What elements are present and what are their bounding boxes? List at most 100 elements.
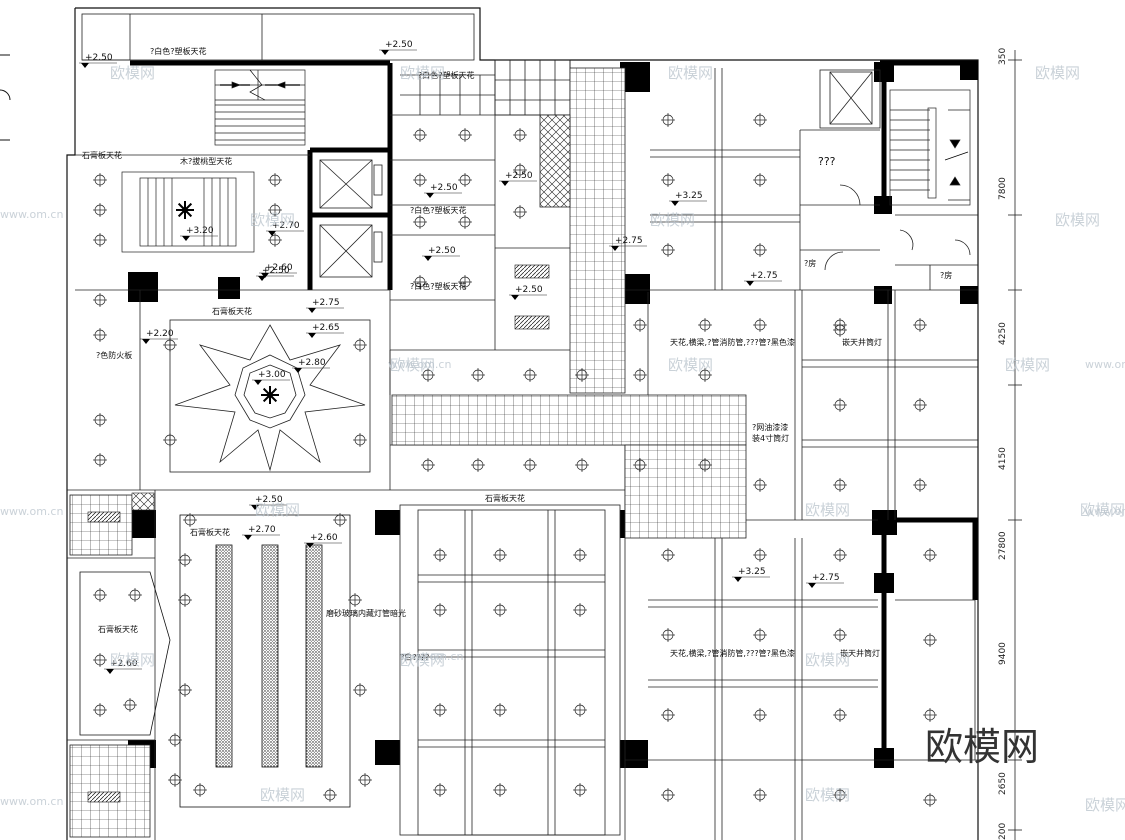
downlight-fixture — [458, 128, 472, 142]
exposed-beam-grid — [647, 68, 978, 840]
room-label-frosted-glass: 磨砂玻璃内藏灯管暗光 — [326, 608, 406, 618]
room-label-room-b: ?房 — [940, 270, 952, 280]
downlight-fixture — [353, 683, 367, 697]
elevator-shafts — [319, 69, 881, 278]
elevation-value: +2.50 — [505, 171, 533, 181]
downlight-fixture — [513, 163, 527, 177]
downlight-fixture — [661, 548, 675, 562]
downlight-fixture — [923, 548, 937, 562]
downlight-fixture — [413, 215, 427, 229]
downlight-fixture — [93, 173, 107, 187]
room-label-grid-note-2: 装4寸筒灯 — [752, 433, 789, 443]
watermark-url: www.om.cn — [0, 505, 63, 518]
dimension-label: 9400 — [998, 642, 1008, 665]
watermark-url: www.om.cn — [1085, 505, 1125, 518]
watermark-text: 欧模网 — [805, 651, 850, 669]
wood-grille-ceiling — [121, 171, 255, 253]
elevation-marker: +2.50 — [249, 495, 287, 510]
watermark-text: 欧模网 — [255, 501, 300, 519]
elevation-value: +2.70 — [272, 221, 300, 231]
room-label-unknown-room: ??? — [818, 155, 836, 168]
downlight-fixture — [413, 173, 427, 187]
downlight-fixture — [458, 275, 472, 289]
elevation-marker: +2.50 — [422, 246, 460, 261]
downlight-fixture — [913, 398, 927, 412]
downlight-fixture — [458, 215, 472, 229]
elevation-marker: +2.75 — [744, 271, 782, 286]
elevation-value: +2.50 — [85, 53, 113, 63]
room-labels: ?白色?塑板天花?白色?塑板天花木?拔桃型天花石膏板天花石膏板天花石膏板天花石膏… — [82, 46, 952, 662]
ceiling-fan-icon — [261, 386, 279, 404]
downlight-fixture — [193, 783, 207, 797]
outer-walls — [0, 7, 979, 840]
watermark-text: 欧模网 — [110, 651, 155, 669]
downlight-fixture — [913, 318, 927, 332]
elevation-value: +3.20 — [186, 226, 214, 236]
elevation-value: +2.20 — [146, 329, 174, 339]
downlight-fixture — [833, 478, 847, 492]
downlight-fixture — [433, 703, 447, 717]
downlight-fixture — [923, 793, 937, 807]
downlight-fixture — [268, 203, 282, 217]
downlight-fixture — [833, 323, 847, 337]
elevation-value: +2.60 — [265, 263, 293, 273]
elevation-value: +2.75 — [312, 298, 340, 308]
downlight-fixture — [323, 788, 337, 802]
downlight-fixture — [163, 433, 177, 447]
downlight-fixture — [661, 708, 675, 722]
room-label-grid-note-1: ?网油漆漆 — [752, 422, 788, 432]
downlight-fixture — [661, 788, 675, 802]
downlight-fixture — [698, 458, 712, 472]
downlight-fixture — [471, 368, 485, 382]
room-label-white-board-mid: ?白色?塑板天花 — [410, 205, 467, 215]
watermark-text: 欧模网 — [1035, 64, 1080, 82]
watermark-text: 欧模网 — [400, 64, 445, 82]
elevation-value: +3.25 — [675, 191, 703, 201]
downlight-fixture — [413, 275, 427, 289]
watermark-text: 欧模网 — [1085, 796, 1125, 814]
elevation-marker: +2.75 — [806, 573, 844, 588]
downlight-fixture — [93, 233, 107, 247]
downlight-fixture — [433, 603, 447, 617]
downlight-fixture — [753, 243, 767, 257]
downlight-fixture — [128, 588, 142, 602]
watermark-text: 欧模网 — [650, 211, 695, 229]
downlight-fixture — [493, 783, 507, 797]
elevation-labels: +2.50+2.50+2.50+2.50+2.50+2.50+2.50+2.50… — [79, 40, 844, 674]
downlight-fixture — [573, 703, 587, 717]
room-label-wood-grille: 木?拔桃型天花 — [180, 156, 232, 166]
elevation-marker: +2.80 — [292, 358, 330, 373]
elevation-value: +2.70 — [248, 525, 276, 535]
room-label-gypsum-2: 石膏板天花 — [212, 306, 252, 316]
downlight-fixture — [348, 593, 362, 607]
coffered-ceiling — [399, 504, 621, 836]
downlight-fixture — [661, 113, 675, 127]
elevation-marker: +2.50 — [499, 171, 537, 186]
dimension-label: 27800 — [998, 531, 1008, 560]
dimension-label: 200 — [998, 823, 1008, 840]
downlight-fixture — [573, 603, 587, 617]
downlight-fixture — [168, 773, 182, 787]
downlight-fixture — [93, 588, 107, 602]
elevation-marker: +2.50 — [79, 53, 117, 68]
room-label-hang-light-2: 嵌天井筒灯 — [840, 648, 880, 658]
downlight-fixture — [353, 338, 367, 352]
downlight-fixture — [471, 458, 485, 472]
downlight-fixture — [913, 478, 927, 492]
downlight-fixture — [753, 708, 767, 722]
room-label-white-board-top2: ?白色?塑板天花 — [418, 70, 475, 80]
watermark-text: 欧模网 — [668, 64, 713, 82]
elevation-marker: +2.50 — [424, 183, 462, 198]
dimension-line — [1008, 50, 1022, 840]
elevation-value: +2.50 — [428, 246, 456, 256]
room-label-gypsum-5: 石膏板天花 — [98, 624, 138, 634]
room-label-hang-light-1: 嵌天井筒灯 — [842, 337, 882, 347]
elevation-marker: +2.70 — [266, 221, 304, 236]
downlight-fixture — [93, 653, 107, 667]
room-label-misc-note: ?白???? — [400, 652, 429, 662]
watermark-text: 欧模网 — [1005, 356, 1050, 374]
downlight-fixture — [421, 368, 435, 382]
downlight-fixture — [353, 433, 367, 447]
watermark-text: 欧模网 — [668, 356, 713, 374]
